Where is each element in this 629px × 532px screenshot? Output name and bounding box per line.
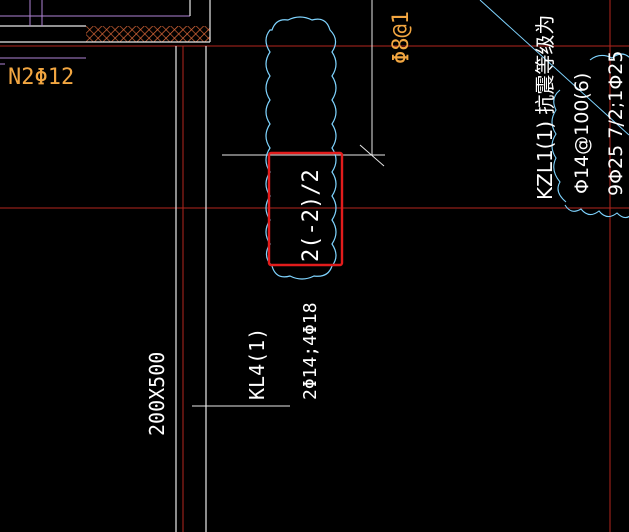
highlight-box[interactable] <box>267 151 344 267</box>
beam-section-label: 200X500 <box>145 352 169 436</box>
column-cloud <box>479 0 629 219</box>
beam-rebar-label: 2Φ14;4Φ18 <box>300 302 321 400</box>
top-left-wall-block <box>0 0 211 65</box>
beam-walls <box>175 46 290 532</box>
beam-code-label: KL4(1) <box>245 328 269 400</box>
column-label-line3: 9Φ25 7/2;1Φ25 <box>605 51 627 196</box>
stirrup-label: Φ8@1 <box>389 11 414 64</box>
stirrup-leader <box>222 0 385 167</box>
highlighted-note: 2(-2)/2 <box>299 169 324 262</box>
rebar-label-n2: N2Φ12 <box>8 65 74 90</box>
column-label-line2: Φ14@100(6) <box>571 73 593 194</box>
column-label-line1: KZL1(1) 抗震等级为 <box>533 15 557 200</box>
